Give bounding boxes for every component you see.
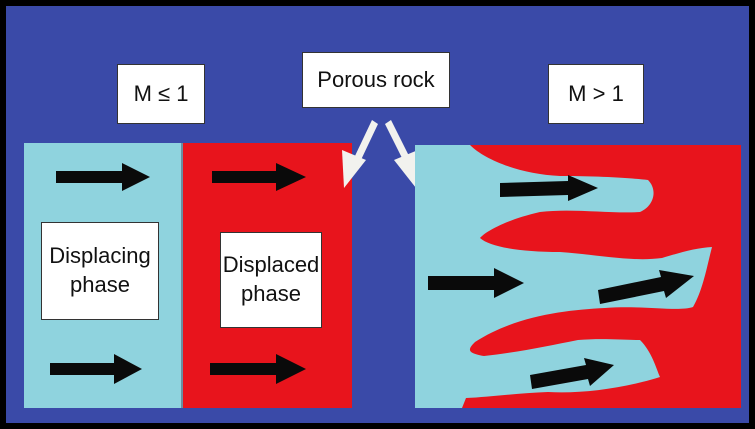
mobility-ratio-high-label: M > 1	[548, 64, 644, 124]
displacing-fingers	[415, 145, 712, 408]
mobility-ratio-low-label: M ≤ 1	[117, 64, 205, 124]
right-arrow-icon	[530, 358, 614, 389]
mobility-ratio-high-text: M > 1	[568, 80, 624, 106]
right-arrow-icon	[598, 270, 694, 304]
displacing-phase-line1: Displacing	[49, 243, 151, 269]
right-arrow-icon	[210, 354, 306, 384]
right-arrow-icon	[56, 163, 150, 191]
displacing-phase-line2: phase	[70, 272, 130, 297]
mobility-ratio-low-text: M ≤ 1	[133, 80, 189, 106]
displaced-phase-label: Displaced phase	[220, 232, 322, 328]
right-arrow-icon	[50, 354, 142, 384]
pointer-arrow-icon	[342, 120, 378, 188]
displacing-phase-label: Displacing phase	[41, 222, 159, 320]
porous-rock-text: Porous rock	[317, 66, 435, 92]
right-arrow-icon	[212, 163, 306, 191]
right-arrow-icon	[428, 268, 524, 298]
displaced-phase-line2: phase	[241, 281, 301, 306]
pointer-arrow-icon	[385, 120, 418, 188]
right-arrow-icon	[500, 175, 598, 201]
displaced-phase-line1: Displaced	[222, 252, 320, 278]
fingering-panel	[415, 145, 741, 408]
porous-rock-label: Porous rock	[302, 52, 450, 108]
